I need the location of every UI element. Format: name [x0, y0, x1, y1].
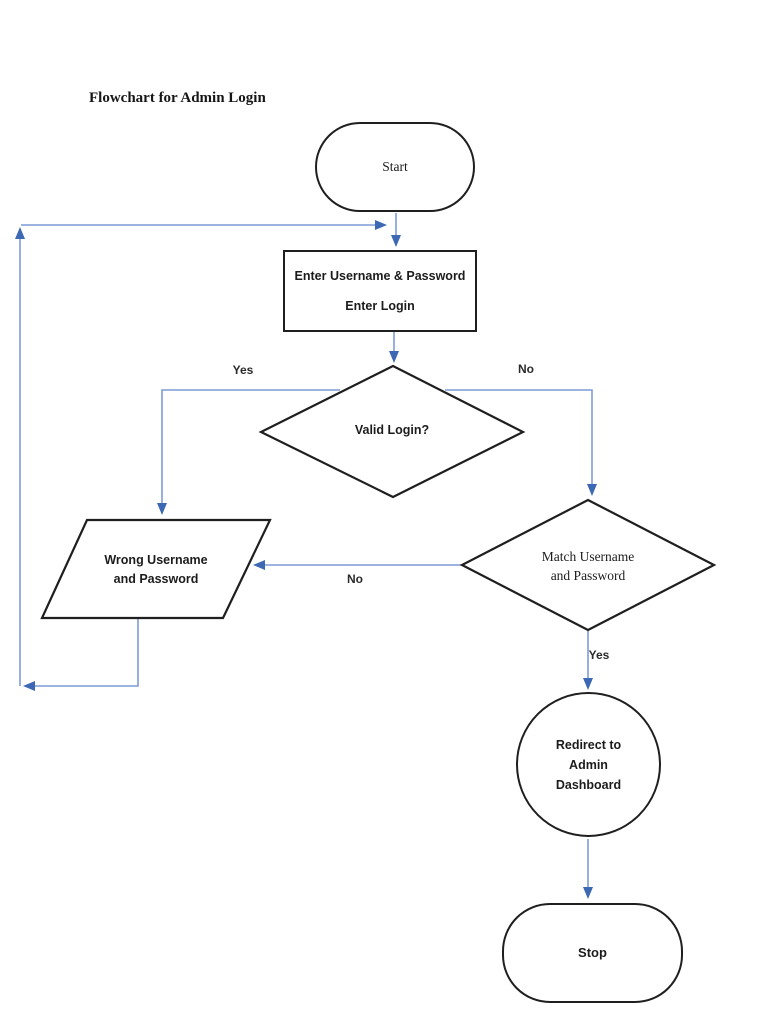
wrong-credentials-parallelogram: [40, 518, 272, 620]
connector-valid-no: [445, 389, 597, 496]
connector-valid-yes: [157, 389, 340, 515]
redirect-line2: Admin: [569, 757, 608, 772]
valid-login-diamond: [258, 364, 526, 499]
stop-node: Stop: [502, 903, 683, 1003]
enter-credentials-node: Enter Username & Password Enter Login: [283, 250, 477, 332]
start-label: Start: [382, 159, 408, 174]
edge-label-match-no: No: [347, 572, 363, 586]
connector-wrong-loop: [23, 619, 139, 691]
redirect-line1: Redirect to: [555, 737, 622, 752]
redirect-line3: Dashboard: [555, 777, 622, 792]
edge-label-match-yes: Yes: [588, 648, 610, 662]
edge-label-valid-no: No: [518, 362, 534, 376]
start-node: Start: [315, 122, 475, 212]
enter-credentials-line1: Enter Username & Password: [294, 269, 466, 283]
match-credentials-diamond: [459, 498, 717, 632]
stop-label: Stop: [578, 945, 607, 960]
flowchart-title: Flowchart for Admin Login: [89, 90, 266, 106]
edge-label-valid-yes: Yes: [232, 363, 254, 377]
enter-credentials-line2: Enter Login: [345, 299, 415, 313]
redirect-dashboard-node: Redirect to Admin Dashboard: [516, 692, 661, 837]
